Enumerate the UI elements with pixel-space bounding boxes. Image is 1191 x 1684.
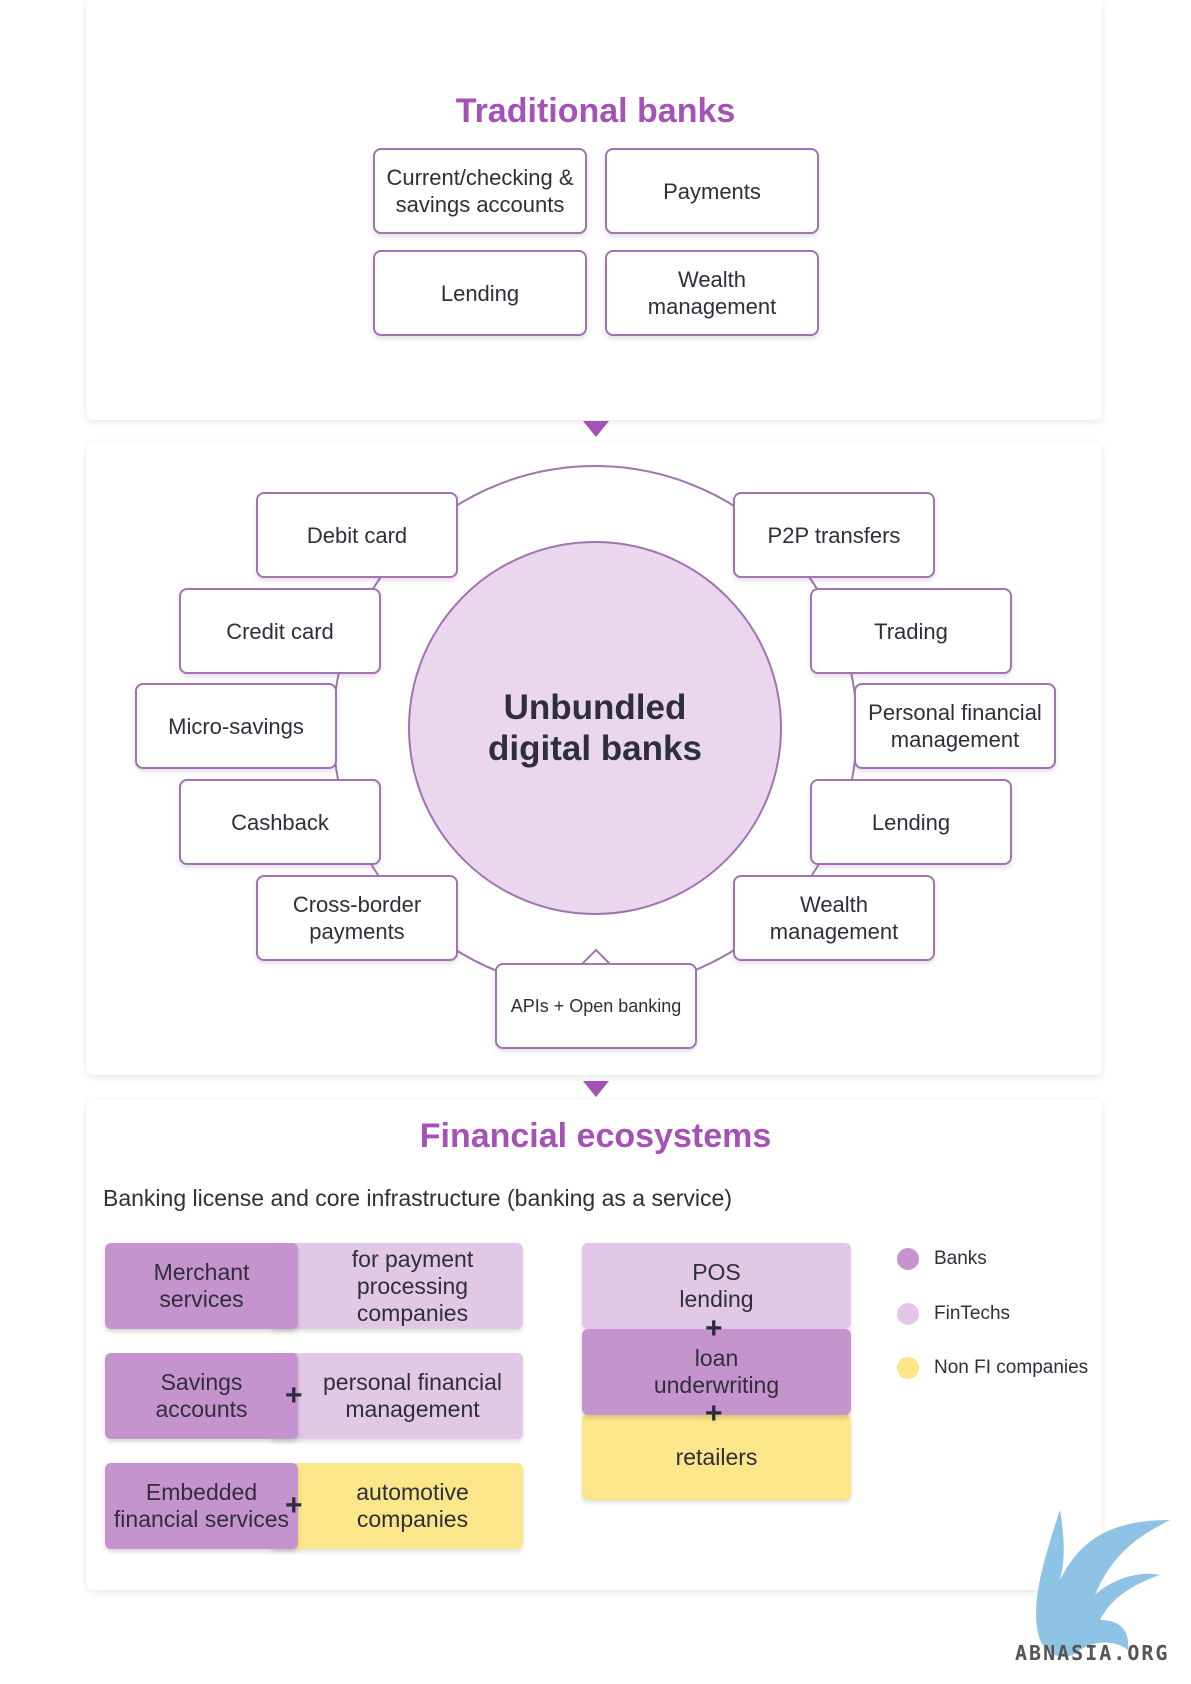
legend-fintechs-label: FinTechs [934, 1303, 1011, 1324]
merchant-services-cell: Merchant services [105, 1243, 298, 1329]
lending-box: Lending [373, 250, 587, 336]
financial-ecosystems-title: Financial ecosystems [419, 1117, 772, 1155]
down-arrow-icon [583, 1081, 609, 1097]
traditional-banks-title: Traditional banks [455, 92, 736, 130]
plus-icon: + [705, 1312, 723, 1345]
pos-lending-cell: POS lending [582, 1243, 851, 1329]
watermark-text: ABNASIA.ORG [1015, 1641, 1170, 1665]
automotive-companies-cell: automotive companies [270, 1463, 523, 1549]
griffin-logo-icon [1036, 1510, 1170, 1657]
ecosystems-subtitle: Banking license and core infrastructure … [103, 1185, 732, 1211]
legend-non-fi-dot [897, 1357, 919, 1379]
payment-processing-cell: for payment processing companies [270, 1243, 523, 1329]
unbundled-digital-banks-circle: Unbundled digital banks [408, 541, 782, 915]
legend-banks-label: Banks [934, 1248, 987, 1269]
savings-accounts-cell: Savings accounts [105, 1353, 298, 1439]
debit-card-box: Debit card [256, 492, 458, 578]
wealth-management-box-digital: Wealth management [733, 875, 935, 961]
wealth-management-box: Wealth management [605, 250, 819, 336]
cross-border-payments-box: Cross-border payments [256, 875, 458, 961]
plus-icon: + [285, 1489, 303, 1522]
current-savings-accounts-box: Current/checking & savings accounts [373, 148, 587, 234]
caret-up-icon [582, 948, 610, 964]
personal-financial-management-box: Personal financial management [854, 683, 1056, 769]
traditional-banks-panel [87, 0, 1102, 420]
plus-icon: + [705, 1397, 723, 1430]
down-arrow-icon [583, 421, 609, 437]
cashback-box: Cashback [179, 779, 381, 865]
credit-card-box: Credit card [179, 588, 381, 674]
embedded-financial-services-cell: Embedded financial services [105, 1463, 298, 1549]
legend-fintechs-dot [897, 1303, 919, 1325]
plus-icon: + [285, 1379, 303, 1412]
lending-box-digital: Lending [810, 779, 1012, 865]
personal-financial-management-cell: personal financial management [270, 1353, 523, 1439]
legend-banks-dot [897, 1248, 919, 1270]
payments-box: Payments [605, 148, 819, 234]
apis-open-banking-box: APIs + Open banking [495, 963, 697, 1049]
legend-non-fi-label: Non FI companies [934, 1357, 1089, 1378]
micro-savings-box: Micro-savings [135, 683, 337, 769]
retailers-cell: retailers [582, 1414, 851, 1500]
p2p-transfers-box: P2P transfers [733, 492, 935, 578]
loan-underwriting-cell: loan underwriting [582, 1329, 851, 1415]
trading-box: Trading [810, 588, 1012, 674]
